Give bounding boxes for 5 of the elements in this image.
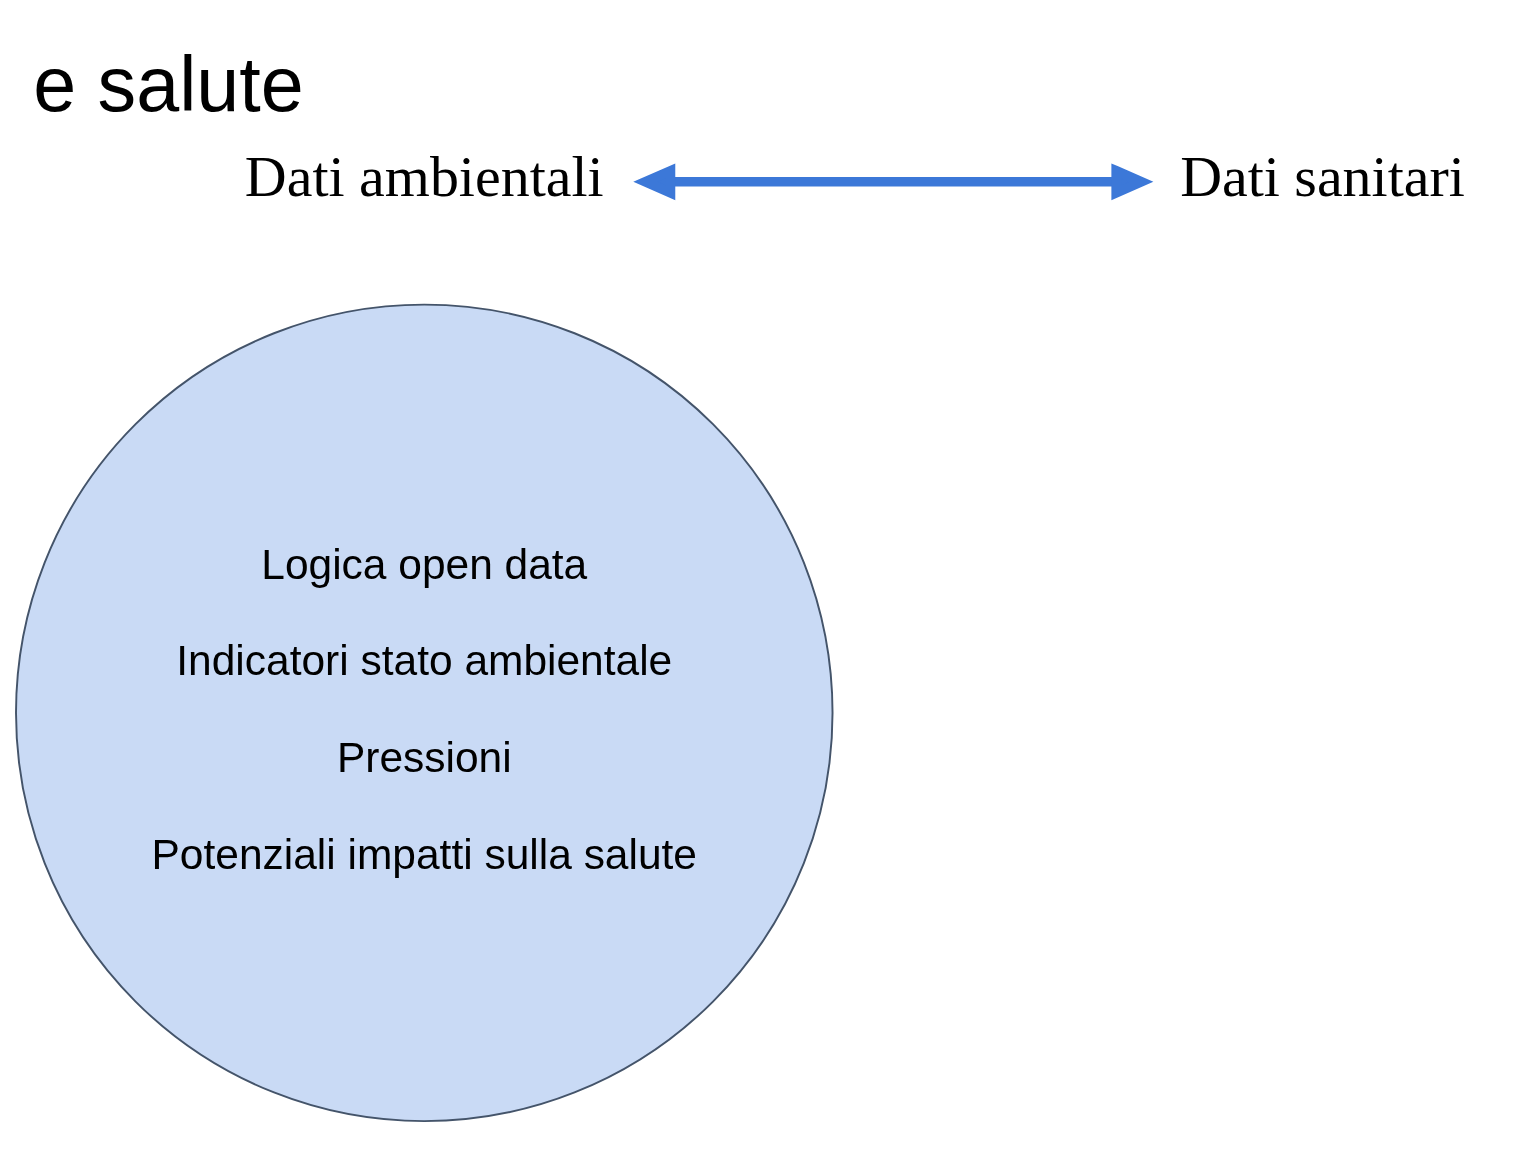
arrow — [633, 163, 1154, 201]
node-circle: Logica open data Indicatori stato ambientale Pressioni Potenziali impatti sulla salute — [15, 303, 834, 1123]
node-text: Dati sanitari — [1180, 144, 1465, 210]
node-text: Dati ambientali — [244, 144, 604, 210]
diagram-title: e salute — [33, 41, 304, 128]
